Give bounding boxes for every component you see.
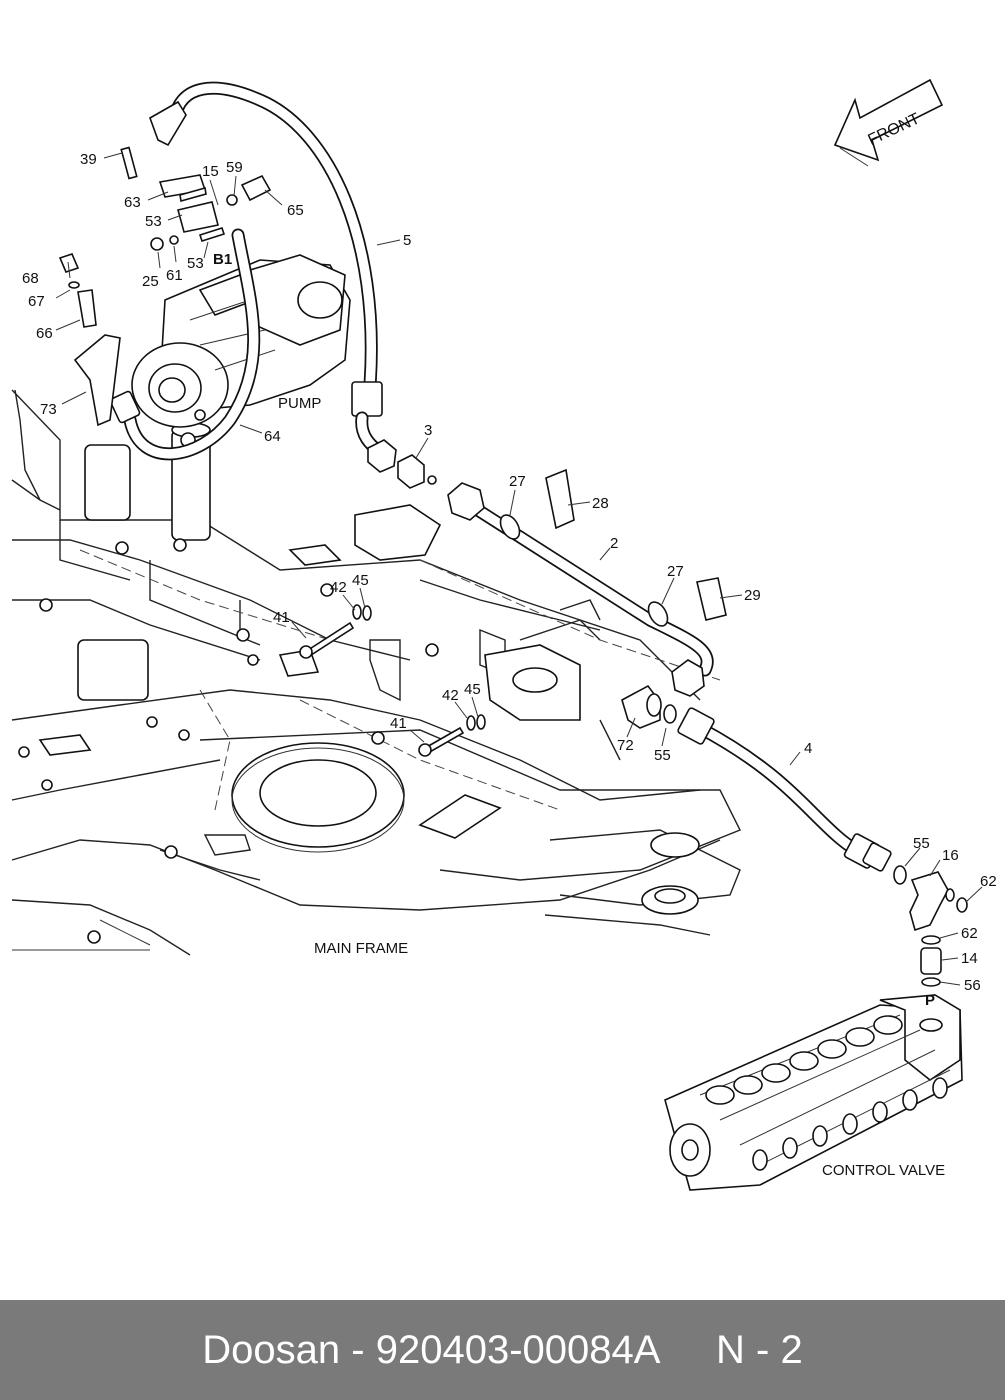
callout: 64: [264, 428, 281, 445]
callout: 68: [22, 270, 39, 287]
front-arrow: FRONT: [833, 78, 944, 167]
callout: 45: [352, 572, 369, 589]
callout: 72: [617, 737, 634, 754]
callout: 3: [424, 422, 432, 439]
control-valve: [664, 994, 963, 1191]
callout: 41: [273, 609, 290, 626]
callout: 27: [667, 563, 684, 580]
caption-gap: [660, 1328, 716, 1373]
callout: 42: [330, 579, 347, 596]
hose-64: [109, 228, 261, 461]
pipe-2: [447, 468, 727, 697]
callout: 15: [202, 163, 219, 180]
callout: 63: [124, 194, 141, 211]
callout: 28: [592, 495, 609, 512]
callout: 56: [964, 977, 981, 994]
callout-numbers: 39 63 15 59 53 65 5 68 67 53 61 25 66 73…: [22, 151, 997, 994]
pump-label: PUMP: [278, 395, 321, 412]
page-reference: N - 2: [716, 1327, 803, 1372]
callout: 41: [390, 715, 407, 732]
callout: 62: [980, 873, 997, 890]
callout: 66: [36, 325, 53, 342]
callout: 2: [610, 535, 618, 552]
callout: 67: [28, 293, 45, 310]
main-frame-drawing: [11, 389, 741, 956]
leader-lines: [55, 152, 983, 986]
callout: 27: [509, 473, 526, 490]
callout: 29: [744, 587, 761, 604]
callout: 25: [142, 273, 159, 290]
caption-separator: -: [340, 1327, 376, 1372]
callout: 5: [403, 232, 411, 249]
valve-spools: [705, 1015, 948, 1171]
callout: 55: [913, 835, 930, 852]
callout: 53: [145, 213, 162, 230]
fittings: [58, 146, 968, 987]
callout: 39: [80, 151, 97, 168]
main-frame-label: MAIN FRAME: [314, 940, 408, 957]
control-valve-label: CONTROL VALVE: [822, 1162, 945, 1179]
port-p-label: P: [925, 992, 935, 1009]
port-b1-label: B1: [213, 251, 232, 268]
parts-diagram: FRONT: [11, 78, 997, 1191]
hose-5: [149, 81, 387, 459]
callout: 14: [961, 950, 978, 967]
callout: 42: [442, 687, 459, 704]
callout: 16: [942, 847, 959, 864]
caption-bar: Doosan - 920403-00084A N - 2: [0, 1300, 1005, 1400]
callout: 55: [654, 747, 671, 764]
callout: 73: [40, 401, 57, 418]
callout: 62: [961, 925, 978, 942]
callout: 61: [166, 267, 183, 284]
callout: 59: [226, 159, 243, 176]
callout: 53: [187, 255, 204, 272]
section-labels: PUMP MAIN FRAME CONTROL VALVE B1 P: [213, 251, 945, 1179]
hose-4: [677, 707, 892, 872]
part-number: 920403-00084A: [375, 1327, 661, 1372]
callout: 65: [287, 202, 304, 219]
callout: 45: [464, 681, 481, 698]
callout: 4: [804, 740, 812, 757]
frame-bosses: [18, 538, 439, 944]
brand-name: Doosan: [202, 1327, 341, 1372]
